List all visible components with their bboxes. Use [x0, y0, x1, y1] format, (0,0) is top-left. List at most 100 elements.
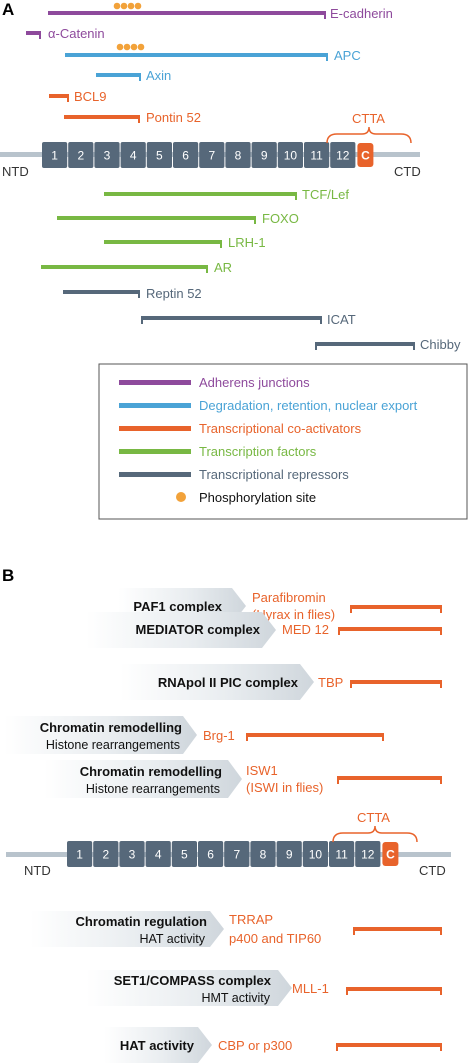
- partner-bar: [141, 316, 322, 320]
- partner-bar: [64, 115, 140, 119]
- armadillo-repeat-label: 12: [336, 149, 350, 163]
- panel-b-complexes-lower: Chromatin regulation HAT activity TRRAP …: [30, 911, 442, 1063]
- partner-label: Reptin 52: [146, 286, 202, 301]
- armadillo-repeat-6: [198, 841, 224, 867]
- legend-label: Transcriptional repressors: [199, 467, 349, 482]
- complex-tab: [30, 911, 224, 947]
- panel-a-partners: E-cadherin α-Catenin APC Axin: [26, 2, 393, 125]
- partner-bar: [57, 216, 256, 220]
- complex-tab: [104, 1027, 212, 1063]
- legend-item-adherens: Adherens junctions: [119, 375, 310, 390]
- partner-bar: [246, 733, 384, 737]
- partner-bar-tick: [440, 605, 442, 613]
- c-terminal-label: C: [386, 848, 395, 862]
- armadillo-repeat-label: 4: [155, 848, 162, 862]
- armadillo-repeat-11: [304, 142, 330, 168]
- partner-bar: [96, 73, 141, 77]
- armadillo-repeat-12: [355, 841, 381, 867]
- partner-label: (Hyrax in flies): [252, 607, 335, 622]
- partner-label: Brg-1: [203, 728, 235, 743]
- legend-item-degradation: Degradation, retention, nuclear export: [119, 398, 418, 413]
- armadillo-repeat-2: [93, 841, 119, 867]
- partner-bar-tick: [353, 927, 355, 935]
- partner-label: Chibby: [420, 337, 461, 352]
- phosphorylation-site-icon: [123, 43, 131, 51]
- complex-rnapol-ii-pic: RNApol II PIC complex TBP: [120, 664, 442, 700]
- complex-activity: Histone rearrangements: [86, 782, 220, 796]
- phosphorylation-site-icon: [127, 2, 135, 10]
- partner-apc: APC: [65, 43, 361, 63]
- partner-bar-tick: [440, 627, 442, 635]
- armadillo-repeat-label: 2: [102, 848, 109, 862]
- partner-bar-tick: [67, 94, 69, 102]
- partner-bar-tick: [440, 776, 442, 784]
- panel-a-partners-lower: TCF/Lef FOXO LRH-1 AR Reptin 52 ICAT: [41, 187, 461, 352]
- complex-activity: Histone rearrangements: [46, 738, 180, 752]
- complex-tab: [4, 716, 197, 754]
- partner-label: TCF/Lef: [302, 187, 349, 202]
- ctta-label: CTTA: [357, 810, 390, 825]
- legend-item-repressor: Transcriptional repressors: [119, 467, 349, 482]
- complex-name: Chromatin regulation: [76, 914, 208, 929]
- legend-swatch: [119, 449, 191, 454]
- partner-bar-tick: [315, 342, 317, 350]
- partner-ar: AR: [41, 260, 232, 275]
- panel-b-complexes-upper: PAF1 complex Parafibromin (Hyrax in flie…: [4, 588, 442, 798]
- armadillo-repeat-label: 8: [260, 848, 267, 862]
- partner-bar-tick: [350, 680, 352, 688]
- phosphorylation-site-icon: [176, 492, 186, 502]
- partner-label: BCL9: [74, 89, 107, 104]
- partner-bar: [350, 605, 442, 609]
- armadillo-repeat-label: 3: [129, 848, 136, 862]
- partner-bar: [350, 680, 442, 684]
- armadillo-repeat-1: [42, 142, 68, 168]
- partner-bar-tick: [440, 987, 442, 995]
- armadillo-repeat-5: [146, 142, 172, 168]
- legend-label: Phosphorylation site: [199, 490, 316, 505]
- partner-bar: [337, 776, 442, 780]
- partner-bar: [65, 53, 328, 57]
- ctd-label: CTD: [419, 863, 446, 878]
- partner-bar: [104, 192, 297, 196]
- partner-bar-tick: [39, 31, 41, 39]
- armadillo-repeat-label: 11: [335, 848, 348, 862]
- partner-bar-tick: [220, 240, 222, 248]
- partner-bar-tick: [246, 733, 248, 741]
- partner-bar-tick: [440, 927, 442, 935]
- armadillo-repeat-3: [94, 142, 120, 168]
- partner-chibby: Chibby: [315, 337, 461, 352]
- armadillo-repeat-8: [225, 142, 251, 168]
- partner-bar-tick: [337, 776, 339, 784]
- partner-bar: [315, 342, 415, 346]
- ntd-label: NTD: [2, 164, 29, 179]
- armadillo-repeat-6: [173, 142, 199, 168]
- c-terminal-domain: [382, 842, 399, 866]
- complex-tab: [44, 760, 242, 798]
- partner-label: APC: [334, 48, 361, 63]
- partner-label: Pontin 52: [146, 110, 201, 125]
- partner-bar-tick: [254, 216, 256, 224]
- legend-label: Transcriptional co-activators: [199, 421, 362, 436]
- armadillo-repeat-label: 1: [51, 149, 58, 163]
- partner-label: α-Catenin: [48, 26, 105, 41]
- complex-chromatin-remodelling-brg1: Chromatin remodelling Histone rearrangem…: [4, 716, 384, 754]
- partner-bar-tick: [346, 987, 348, 995]
- legend-item-coactivator: Transcriptional co-activators: [119, 421, 362, 436]
- partner-bar: [63, 290, 140, 294]
- legend-swatch: [119, 472, 191, 477]
- partner-bar-tick: [139, 73, 141, 81]
- partner-alpha-catenin: α-Catenin: [26, 26, 105, 41]
- partner-foxo: FOXO: [57, 211, 299, 226]
- legend-item-tf: Transcription factors: [119, 444, 317, 459]
- armadillo-repeat-label: 6: [207, 848, 214, 862]
- phosphorylation-site-icon: [120, 2, 128, 10]
- armadillo-repeat-9: [276, 841, 302, 867]
- legend: Adherens junctions Degradation, retentio…: [98, 363, 468, 520]
- armadillo-repeat-4: [120, 142, 146, 168]
- armadillo-repeat-7: [224, 841, 250, 867]
- partner-label: FOXO: [262, 211, 299, 226]
- partner-bar-tick: [440, 1043, 442, 1051]
